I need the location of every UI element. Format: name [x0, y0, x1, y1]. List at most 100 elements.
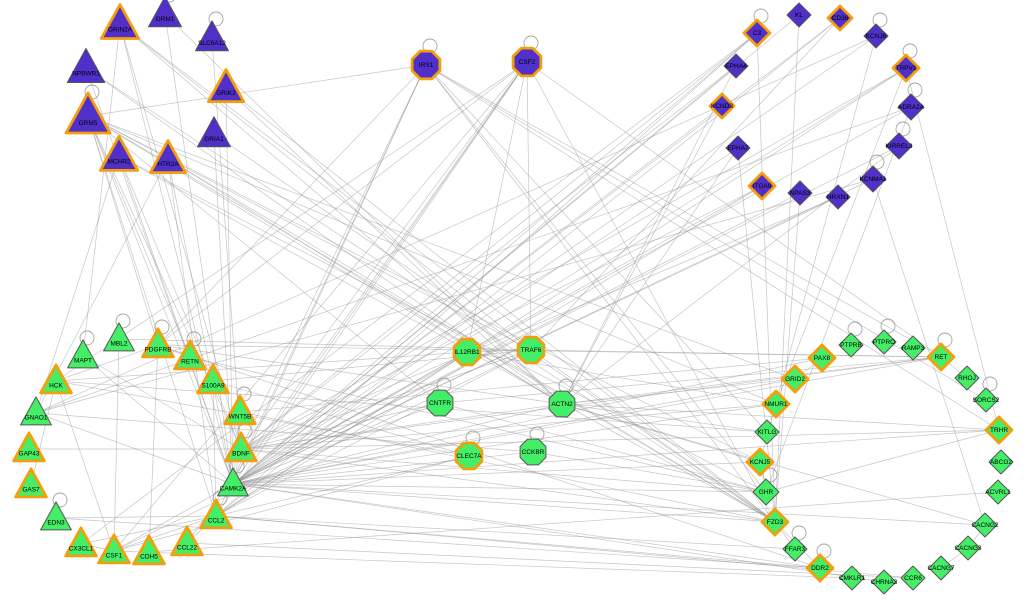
edge-line	[561, 403, 1000, 431]
diamond-node-shape	[859, 165, 887, 193]
node-GAP43[interactable]: GAP43	[12, 431, 46, 463]
edge-line	[35, 35, 877, 414]
triangle-node-shape	[39, 363, 73, 395]
node-KITLG[interactable]: KITLG	[754, 419, 780, 445]
edge-line	[425, 64, 942, 358]
node-EPHA7[interactable]: EPHA7	[725, 135, 751, 161]
node-CCR6[interactable]: CCR6	[900, 565, 926, 591]
edge-line	[765, 429, 1000, 493]
node-GNAO1[interactable]: GNAO1	[20, 396, 52, 426]
edge-line	[55, 380, 470, 457]
node-CMKLR1[interactable]: CMKLR1	[839, 565, 866, 591]
node-CCL22[interactable]: CCL22	[170, 525, 204, 557]
node-SORCS2[interactable]: SORCS2	[973, 387, 1000, 413]
edge-line	[80, 515, 217, 545]
node-KCND3[interactable]: KCND3	[708, 92, 736, 120]
node-CACNG2[interactable]: CACNG2	[971, 512, 999, 538]
node-CNTFR[interactable]: CNTFR	[426, 389, 454, 417]
node-GRIN2A[interactable]: GRIN2A	[99, 3, 141, 40]
node-ACTN2[interactable]: ACTN2	[548, 390, 576, 418]
node-CACNG3[interactable]: CACNG3	[954, 535, 982, 561]
node-PDGFRB[interactable]: PDGFRB	[141, 327, 175, 359]
node-TRHR[interactable]: TRHR	[984, 415, 1014, 445]
node-KCNJ5[interactable]: KCNJ5	[745, 447, 775, 477]
edge-line	[186, 61, 528, 544]
node-TRPV1[interactable]: TRPV1	[891, 53, 921, 83]
edge-line	[425, 64, 776, 523]
node-NMUR1[interactable]: NMUR1	[761, 389, 791, 419]
diamond-node-shape	[838, 332, 864, 358]
node-CLEC7A[interactable]: CLEC7A	[454, 441, 484, 471]
edge-line	[240, 448, 776, 523]
node-GHR[interactable]: GHR	[752, 478, 780, 506]
edge-line	[55, 351, 468, 382]
node-ACVRL1[interactable]: ACVRL1	[985, 479, 1011, 505]
node-CD36[interactable]: CD36	[826, 4, 854, 32]
node-HTR2A[interactable]: HTR2A	[148, 139, 188, 175]
edge-line	[439, 356, 942, 404]
triangle-node-shape	[64, 91, 112, 135]
node-GRM5[interactable]: GRM5	[64, 91, 112, 135]
node-GAS7[interactable]: GAS7	[14, 467, 48, 499]
edge-line	[240, 64, 427, 450]
node-CCKBR[interactable]: CCKBR	[519, 438, 547, 466]
edge-line	[872, 178, 986, 526]
triangle-node-shape	[148, 139, 188, 175]
edge-line	[55, 517, 821, 569]
diamond-node-shape	[891, 53, 921, 83]
triangle-node-shape	[195, 20, 229, 52]
node-ADRA2A[interactable]: ADRA2A	[897, 93, 925, 121]
edge-line	[35, 178, 874, 414]
edge-line	[30, 380, 57, 486]
edge-line	[113, 351, 468, 552]
diamond-node-shape	[780, 364, 810, 394]
node-IL12RB1[interactable]: IL12RB1	[452, 337, 482, 367]
edge-line	[561, 403, 768, 433]
node-CDH5[interactable]: CDH5	[132, 534, 166, 566]
node-GRIA1[interactable]: GRIA1	[197, 116, 231, 148]
diamond-node-shape	[742, 18, 772, 48]
node-GRM1[interactable]: GRM1	[148, 0, 182, 28]
node-KL[interactable]: KL	[786, 2, 812, 28]
edge-line	[530, 17, 841, 351]
edge-line	[148, 344, 159, 553]
diamond-node-shape	[928, 555, 954, 581]
node-IRS1[interactable]: IRS1	[410, 49, 442, 81]
edge-line	[87, 64, 427, 117]
octagon-node-shape	[410, 49, 442, 81]
diamond-node-shape	[839, 565, 865, 591]
node-RHOJ[interactable]: RHOJ	[954, 365, 980, 391]
octagon-node-shape	[516, 335, 546, 365]
edge-line	[113, 515, 217, 552]
node-MAPT[interactable]: MAPT	[67, 339, 99, 369]
edge-line	[765, 106, 912, 493]
edge-line	[118, 155, 242, 450]
node-CSF2[interactable]: CSF2	[511, 46, 543, 78]
node-SLC6A12[interactable]: SLC6A12	[195, 20, 229, 52]
node-FFAR3[interactable]: FFAR3	[782, 536, 808, 562]
edge-line	[232, 461, 761, 485]
node-KCNMA1[interactable]: KCNMA1	[859, 165, 887, 193]
octagon-node-shape	[548, 390, 576, 418]
node-CHRNA3[interactable]: CHRNA3	[871, 569, 898, 595]
node-EDN3[interactable]: EDN3	[40, 501, 72, 531]
edge-line	[35, 155, 120, 414]
node-PTPRB[interactable]: PTPRB	[838, 332, 864, 358]
node-KCNJ6[interactable]: KCNJ6	[863, 23, 889, 49]
node-RET[interactable]: RET	[926, 342, 956, 372]
node-ABCG2[interactable]: ABCG2	[988, 449, 1014, 475]
node-TRAF6[interactable]: TRAF6	[516, 335, 546, 365]
node-NPBWR1[interactable]: NPBWR1	[66, 48, 106, 83]
node-MBL2[interactable]: MBL2	[103, 322, 135, 352]
edge-line	[232, 65, 737, 485]
edge-line	[119, 23, 563, 405]
node-CACNG7[interactable]: CACNG7	[927, 555, 955, 581]
edge-line	[213, 133, 776, 523]
diamond-node-shape	[955, 535, 981, 561]
node-CCL2[interactable]: CCL2	[199, 498, 233, 530]
edge-line	[232, 145, 900, 485]
edge-line	[905, 67, 1000, 431]
edge-line	[113, 550, 853, 579]
node-HCK[interactable]: HCK	[39, 363, 73, 395]
node-KIRREL3[interactable]: KIRREL3	[885, 132, 913, 160]
